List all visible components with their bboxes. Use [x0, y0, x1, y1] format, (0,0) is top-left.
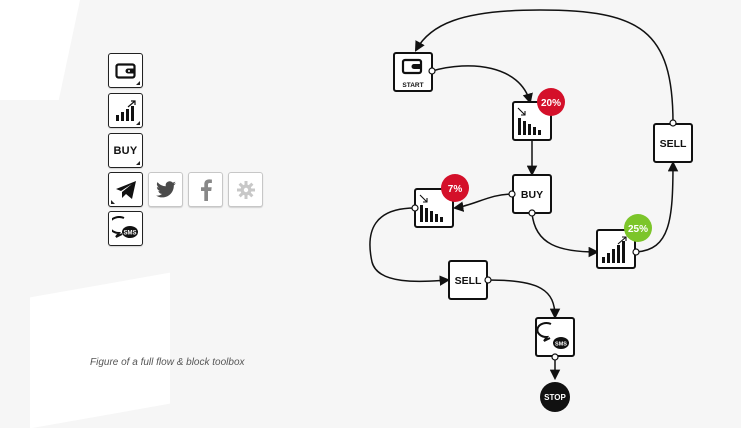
connector-drop7-to-sell — [369, 207, 451, 286]
output-port[interactable] — [632, 248, 640, 256]
toolbox-sms-block[interactable]: SMS — [108, 211, 143, 246]
expand-corner-icon — [136, 117, 140, 125]
output-port[interactable] — [411, 204, 419, 212]
expand-corner-icon — [136, 77, 140, 85]
toolbox-settings-block[interactable] — [228, 172, 263, 207]
sms-bubble-icon: SMS — [111, 215, 138, 238]
twitter-icon — [155, 180, 176, 197]
facebook-icon — [200, 178, 212, 201]
output-port[interactable] — [428, 67, 436, 75]
buy-node[interactable]: BUY — [508, 174, 552, 217]
sell-top-label: SELL — [660, 138, 687, 150]
output-port[interactable] — [508, 190, 516, 198]
toolbox-telegram-block[interactable] — [108, 172, 143, 207]
falling-bars-icon — [419, 194, 443, 222]
sell-node-top[interactable]: SELL — [653, 119, 693, 163]
svg-text:SMS: SMS — [123, 230, 136, 236]
price-rise-node-25[interactable]: 25% — [596, 214, 652, 269]
output-port[interactable] — [551, 353, 559, 361]
falling-bars-icon — [517, 107, 541, 135]
connector-buy-to-rise25 — [531, 212, 600, 258]
telegram-icon — [115, 180, 136, 199]
sms-node[interactable]: SMS — [535, 317, 575, 361]
buy-label: BUY — [521, 189, 543, 201]
connector-buy-to-drop7 — [452, 193, 513, 212]
flow-diagram: START 20% BUY — [369, 9, 693, 412]
rising-bars-icon — [602, 236, 627, 263]
output-port[interactable] — [484, 276, 492, 284]
output-port[interactable] — [669, 119, 677, 127]
toolbox-facebook-block[interactable] — [188, 172, 223, 207]
connector-sell-to-sms — [487, 279, 561, 320]
sms-bubble-icon — [536, 322, 569, 349]
badge-20-percent: 20% — [541, 98, 561, 109]
sell-node[interactable]: SELL — [448, 260, 492, 300]
toolbox-twitter-block[interactable] — [148, 172, 183, 207]
buy-label: BUY — [113, 144, 138, 157]
sell-label: SELL — [455, 275, 482, 287]
toolbox-price-rise-block[interactable] — [108, 93, 143, 128]
price-drop-node-20[interactable]: 20% — [512, 88, 565, 141]
connector-rise25-to-sell-top — [635, 160, 679, 253]
rise-badge — [624, 214, 652, 242]
wallet-icon — [114, 62, 136, 79]
rising-bars-icon — [115, 99, 136, 121]
wallet-icon — [401, 58, 423, 75]
expand-corner-icon — [111, 196, 115, 204]
figure-caption: Figure of a full flow & block toolbox — [90, 357, 245, 368]
start-label: START — [402, 82, 423, 89]
toolbox-wallet-block[interactable] — [108, 53, 143, 88]
expand-corner-icon — [136, 157, 140, 165]
toolbox-buy-block[interactable]: BUY — [108, 133, 143, 168]
connector-start-to-drop20 — [431, 65, 533, 105]
stop-label: STOP — [544, 393, 566, 402]
badge-25-percent: 25% — [628, 224, 648, 235]
drop-badge — [441, 174, 469, 202]
start-node[interactable]: START — [393, 52, 436, 92]
stop-node[interactable]: STOP — [540, 382, 570, 412]
sms-label: SMS — [555, 342, 567, 348]
gear-icon — [236, 180, 255, 199]
output-port[interactable] — [528, 209, 536, 217]
drop-badge — [537, 88, 565, 116]
connector-sell-top-to-start — [414, 9, 674, 124]
price-drop-node-7[interactable]: 7% — [411, 174, 469, 228]
badge-7-percent: 7% — [448, 184, 463, 195]
